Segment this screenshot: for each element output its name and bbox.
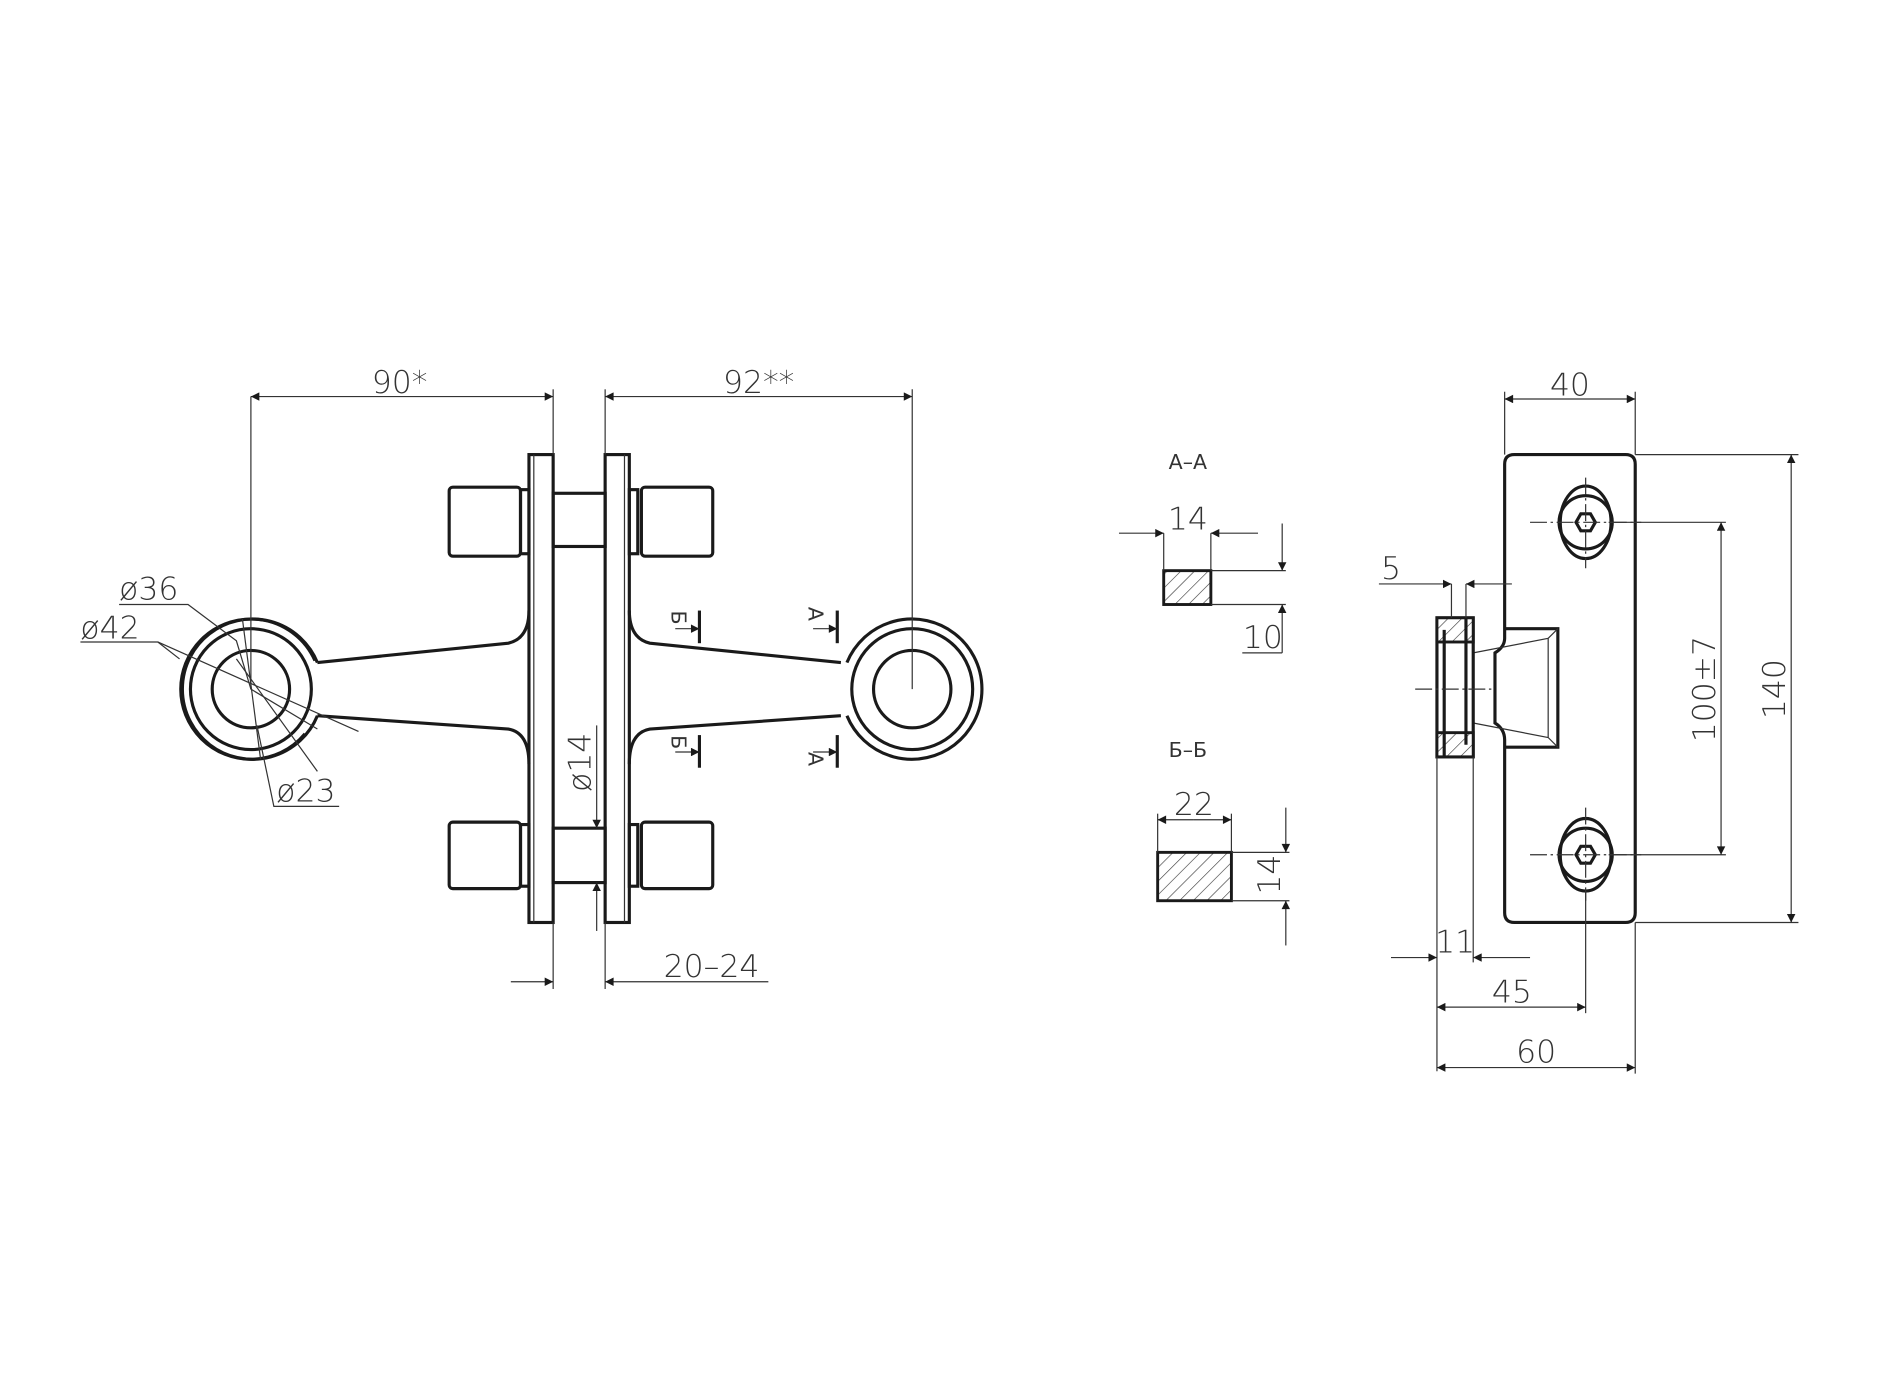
section-b-mark-top: Б — [667, 611, 691, 625]
section-b-mark-bottom: Б — [667, 735, 691, 749]
hole-spacing-label: 100±7 — [1687, 636, 1723, 742]
dia-14-label: ø14 — [563, 733, 599, 792]
section-aa-title: А–А — [1169, 450, 1207, 474]
aa-width-label: 14 — [1168, 502, 1208, 538]
dia-36-label: ø36 — [119, 572, 178, 608]
glass-gap-label: 20–24 — [664, 949, 760, 985]
section-a-mark-top: А — [803, 607, 827, 621]
section-a-mark-bottom: А — [803, 752, 827, 766]
right-ring — [845, 617, 984, 761]
section-b-b: Б–Б 22 14 — [1156, 738, 1291, 946]
clamp-thickness-label: 5 — [1381, 551, 1401, 587]
dia-23-label: ø23 — [276, 774, 335, 810]
spider-fitting-front-view: Б Б А А 90* 92** ø36 ø42 ø23 ø14 20–24 — [80, 365, 984, 989]
bb-width-label: 22 — [1174, 787, 1214, 823]
dim-left-arm-label: 90* — [372, 365, 428, 401]
section-a-a: А–А 14 10 — [1118, 450, 1287, 656]
section-bb-title: Б–Б — [1169, 738, 1207, 762]
side-view: 40 140 100±7 5 11 45 60 — [1378, 367, 1799, 1074]
clamp-width-label: 11 — [1435, 925, 1475, 961]
dia-42-label: ø42 — [80, 610, 139, 646]
glass-fixing-knobs — [447, 485, 715, 891]
aa-height-label: 10 — [1243, 620, 1283, 656]
total-depth-label: 60 — [1516, 1035, 1556, 1071]
depth-to-hole-label: 45 — [1492, 974, 1532, 1010]
dim-right-arm-label: 92** — [723, 365, 794, 401]
plate-height-label: 140 — [1757, 659, 1793, 719]
plate-width-label: 40 — [1550, 367, 1590, 403]
bb-height-label: 14 — [1252, 855, 1288, 895]
